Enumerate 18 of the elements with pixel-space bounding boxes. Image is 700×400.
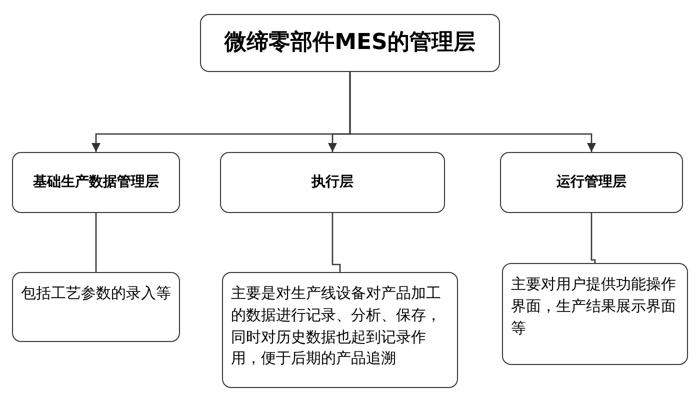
layer-box — [220, 152, 445, 213]
description-box — [502, 263, 688, 365]
description-box — [12, 272, 180, 342]
connector-line — [590, 213, 596, 263]
layer-box — [500, 152, 683, 213]
arrow — [349, 72, 596, 152]
description-text: 主要是对生产线设备对产品加工的数据进行记录、分析、保存，同时对历史数据也起到记录作用，便于后期的产品追溯 — [231, 283, 442, 370]
connector-line — [332, 213, 341, 272]
title-box — [200, 14, 500, 72]
layer-box — [12, 152, 180, 213]
box-title: 运行管理层 — [556, 173, 626, 192]
box-title: 微缔零部件MES的管理层 — [224, 29, 476, 58]
connector-line — [95, 213, 97, 272]
description-text: 主要对用户提供功能操作界面，生产结果展示界面等 — [511, 274, 677, 338]
description-box — [222, 272, 458, 388]
box-title: 基础生产数据管理层 — [33, 173, 159, 192]
box-title: 执行层 — [312, 173, 354, 192]
description-text: 包括工艺参数的录入等 — [21, 283, 171, 304]
